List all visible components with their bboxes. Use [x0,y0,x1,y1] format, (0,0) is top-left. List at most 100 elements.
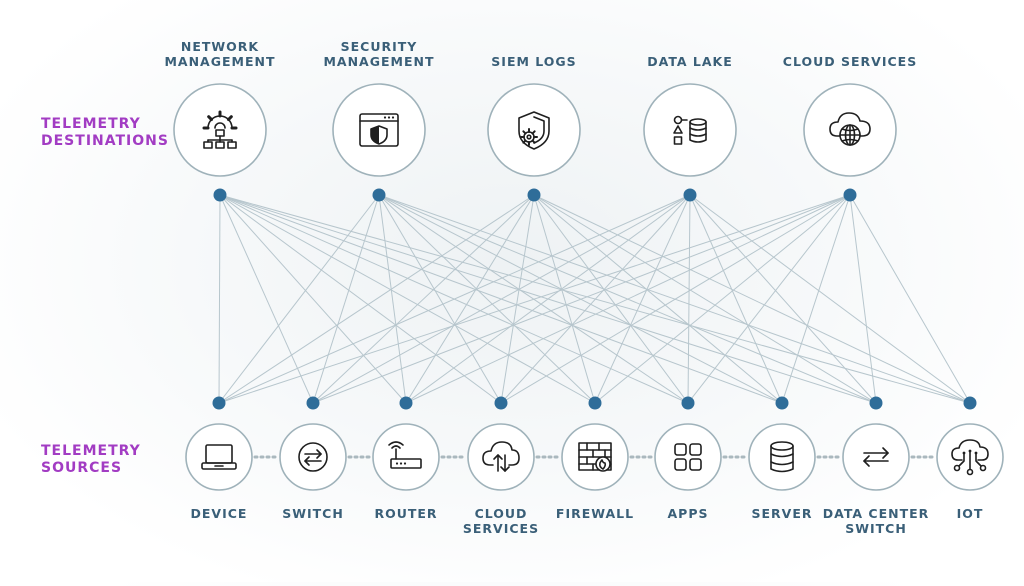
source-label: SWITCH [233,506,393,521]
data-lake-icon [673,115,707,145]
source-node [467,423,535,491]
firewall-icon [578,442,612,472]
connection-line [689,194,971,404]
connection-line [849,194,877,404]
destination-connector-dot [527,188,541,202]
source-label-line: SWITCH [845,521,907,536]
server-icon [770,441,794,473]
source-label: DEVICE [139,506,299,521]
source-label-line: IOT [956,506,984,521]
connection-line [405,194,535,404]
connection-line [218,194,380,404]
source-label-line: DATA CENTER [822,506,930,521]
switch-icon [298,442,328,472]
connection-line [594,194,691,404]
source-label: APPS [608,506,768,521]
source-label-line: CLOUD [474,506,528,521]
source-icons [185,423,1004,491]
apps-icon [674,443,702,471]
destination-label-line: SIEM LOGS [491,54,577,69]
node-circle [279,423,347,491]
destination-label-line: MANAGEMENT [164,54,276,69]
connection-line [500,194,535,404]
destination-node [332,83,426,177]
destination-node [643,83,737,177]
device-icon [201,444,237,470]
destination-node [487,83,581,177]
node-circle [487,83,581,177]
connection-line [218,194,221,404]
source-label-line: ROUTER [374,506,438,521]
connection-line [533,194,783,404]
connection-line [218,194,691,404]
destination-label-line: CLOUD SERVICES [782,54,918,69]
source-connector-dot [681,396,695,410]
source-label: FIREWALL [515,506,675,521]
connection-line [689,194,877,404]
destinations-label-line: DESTINATIONS [41,133,169,149]
destination-label: CLOUD SERVICES [770,54,930,69]
source-connector-dot [212,396,226,410]
source-connector-dot [306,396,320,410]
connection-line [687,194,691,404]
source-node [185,423,253,491]
source-label-line: DEVICE [190,506,248,521]
connection-line [405,194,851,404]
connection-line [500,194,691,404]
destination-icons [173,83,897,177]
destination-label: DATA LAKE [610,54,770,69]
source-node [842,423,910,491]
connection-lines [218,194,971,404]
connection-line [312,194,691,404]
source-label: SERVER [702,506,862,521]
connection-line [219,194,596,404]
source-label: IOT [890,506,1024,521]
destinations-label-line: TELEMETRY [41,116,141,132]
source-node [748,423,816,491]
connection-line [218,194,535,404]
connection-line [500,194,851,404]
connection-line [687,194,851,404]
source-label-line: SWITCH [282,506,344,521]
source-connector-dot [399,396,413,410]
source-label: ROUTER [326,506,486,521]
destination-node [173,83,267,177]
siem-logs-icon [518,111,550,150]
node-circle [372,423,440,491]
destination-label-line: DATA LAKE [647,54,733,69]
connection-line [405,194,691,404]
source-node [279,423,347,491]
connection-line [533,194,971,404]
router-icon [388,441,422,469]
destination-label-line: MANAGEMENT [323,54,435,69]
connection-line [689,194,783,404]
connection-line [533,194,596,404]
connection-line [849,194,971,404]
source-node [654,423,722,491]
connection-line [218,194,851,404]
source-label-line: FIREWALL [555,506,635,521]
node-circle [654,423,722,491]
destination-connector-dot [683,188,697,202]
source-connector-dot [494,396,508,410]
connection-line [312,194,535,404]
destinations-section-label: TELEMETRY DESTINATIONS [41,116,169,150]
connection-line [594,194,851,404]
cloud-upload-download-icon [482,441,520,472]
cloud-services-icon [829,112,871,146]
source-connector-dot [588,396,602,410]
connection-nodes [212,188,977,410]
network-management-icon [202,110,238,149]
connection-line [378,194,971,404]
source-label-line: SERVER [751,506,813,521]
sources-label-line: SOURCES [41,460,123,476]
source-connector-dot [963,396,977,410]
security-management-icon [359,113,399,147]
connection-line [219,194,502,404]
destination-connector-dot [843,188,857,202]
source-label-line: SERVICES [462,521,540,536]
source-node [372,423,440,491]
node-circle [842,423,910,491]
